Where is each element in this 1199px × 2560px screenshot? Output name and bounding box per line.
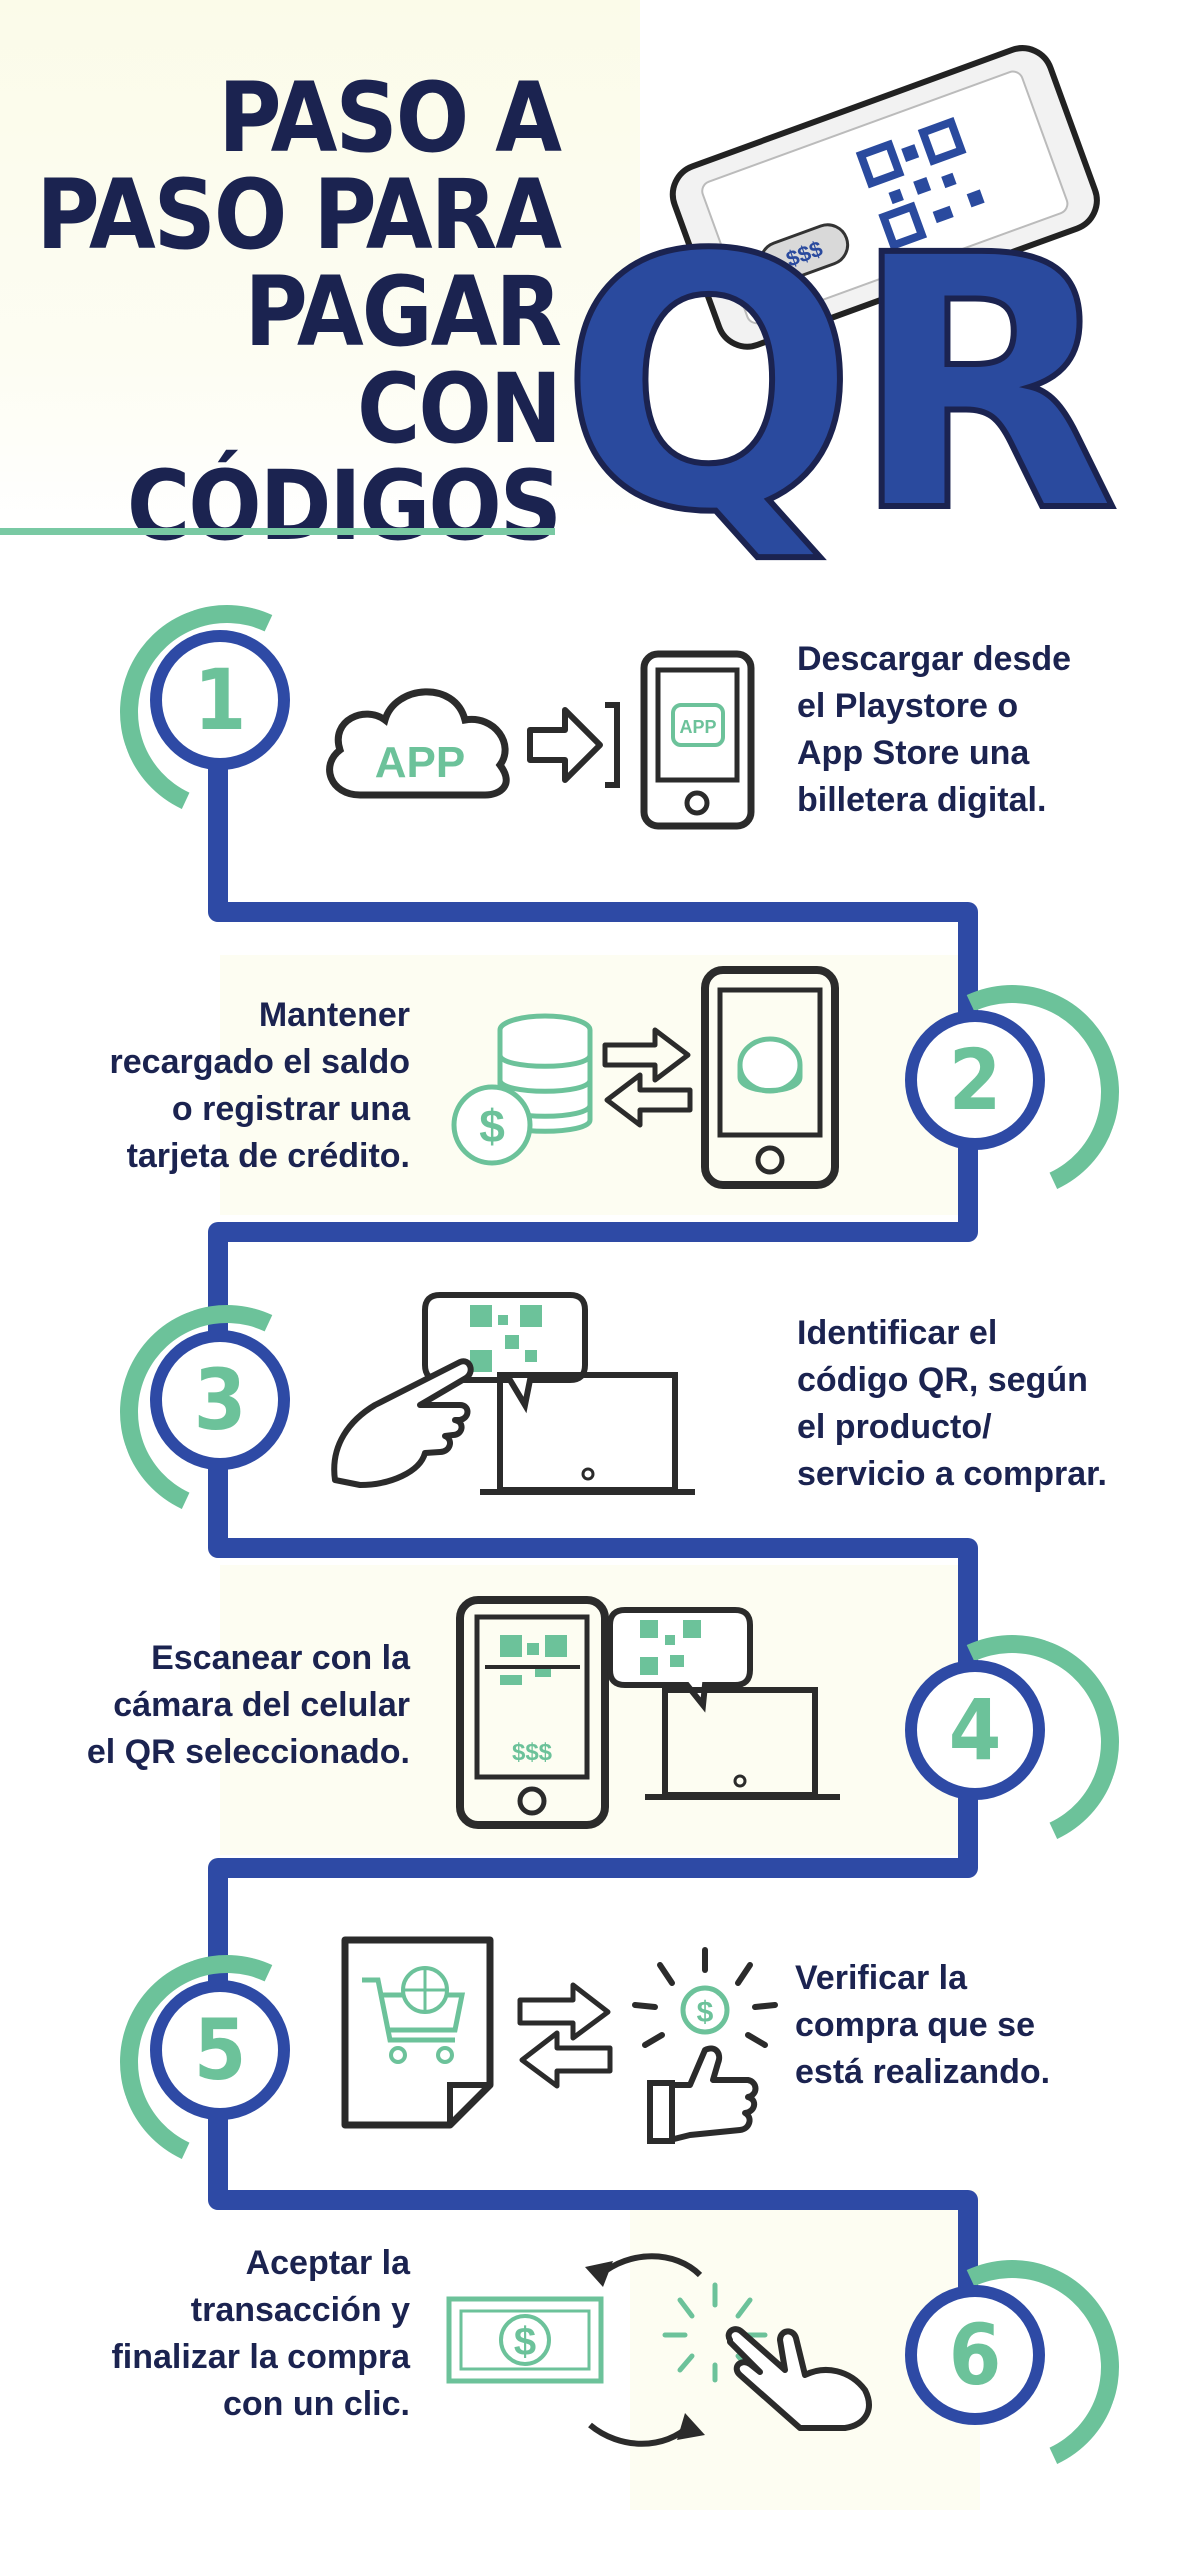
step-description: Aceptar la transacción y finalizar la co… xyxy=(111,2244,410,2423)
transfer-arrows-icon xyxy=(602,1027,693,1128)
step-number-badge: 5 xyxy=(150,1980,290,2120)
phone-app-icon: APP xyxy=(640,650,755,830)
step-number-badge: 3 xyxy=(150,1330,290,1470)
banknote-icon: $ xyxy=(446,2296,604,2384)
title-line: CÓDIGOS xyxy=(126,450,562,562)
cycle-arrows-icon xyxy=(585,2253,705,2447)
step-panel xyxy=(220,1565,970,1855)
app-label: APP xyxy=(679,717,716,737)
dollar-label: $ xyxy=(479,1100,505,1152)
step-description: Verificar la compra que se está realizan… xyxy=(795,1959,1051,2091)
step-number-badge: 1 xyxy=(150,630,290,770)
phone-coin-icon xyxy=(701,966,839,1189)
title-underline xyxy=(0,528,555,535)
phone-scanning-qr-icon: $$$ xyxy=(456,1596,840,1829)
step-number-badge: 4 xyxy=(905,1660,1045,1800)
hand-pointing-qr-icon xyxy=(331,1292,695,1495)
step-number-badge: 2 xyxy=(905,1010,1045,1150)
title-line: PAGAR CON xyxy=(244,256,562,465)
qr-code-icon xyxy=(851,113,993,255)
thumbs-up-coin-icon: $ xyxy=(632,1947,778,2144)
header-background xyxy=(0,0,640,530)
arrow-right-icon xyxy=(527,702,620,788)
page-title: PASO A PASO PARA PAGAR CON CÓDIGOS xyxy=(20,62,562,562)
step-description: Descargar desde el Playstore o App Store… xyxy=(797,640,1072,819)
coins-money-icon: $ xyxy=(451,1013,593,1166)
step-description: Identificar el código QR, según el produ… xyxy=(797,1314,1107,1493)
cloud-app-icon: APP xyxy=(326,688,510,799)
title-line: PASO PARA xyxy=(36,159,562,271)
app-label: APP xyxy=(375,738,465,787)
hand-click-icon xyxy=(662,2282,872,2431)
title-line: PASO A xyxy=(218,62,562,174)
dollar-label: $ xyxy=(697,1996,714,2029)
title-qr-emphasis: QR xyxy=(557,181,1122,589)
amount-label: $$$ xyxy=(512,1739,553,1766)
transfer-arrows-icon xyxy=(517,1982,613,2089)
phone-qr-illustration: $$$ xyxy=(669,45,1100,350)
step-description: Escanear con la cámara del celular el QR… xyxy=(86,1639,410,1771)
step-panel xyxy=(220,955,970,1215)
step-description: Mantener recargado el saldo o registrar … xyxy=(109,996,410,1175)
dollar-label: $ xyxy=(514,2320,536,2364)
cart-receipt-icon xyxy=(341,1936,494,2129)
step-number-badge: 6 xyxy=(905,2285,1045,2425)
